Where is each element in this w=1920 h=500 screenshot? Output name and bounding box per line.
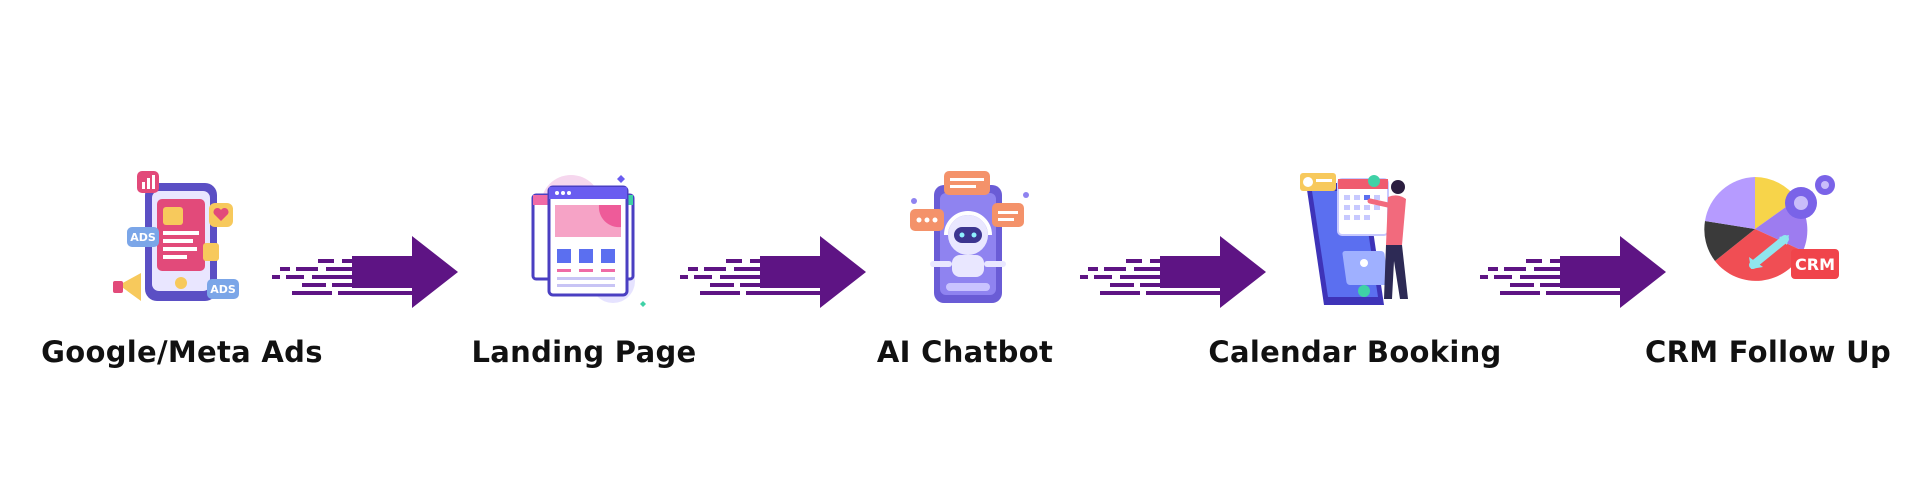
arrow-right-icon <box>272 236 458 308</box>
step-label: CRM Follow Up <box>1644 335 1892 369</box>
step-ai-chatbot: AI Chatbot <box>815 165 1115 375</box>
step-label: AI Chatbot <box>876 335 1054 369</box>
ads-badge-right: ADS <box>210 283 236 296</box>
arrow-right-icon <box>680 236 866 308</box>
ads-badge-left: ADS <box>130 231 156 244</box>
step-label: Google/Meta Ads <box>41 335 323 369</box>
ads-phone-icon: ADS ADS <box>113 171 239 301</box>
step-landing-page: Landing Page <box>434 165 734 375</box>
chatbot-robot-icon <box>910 171 1029 303</box>
crm-badge: CRM <box>1795 255 1835 274</box>
arrow-right-icon <box>1080 236 1266 308</box>
step-label: Landing Page <box>471 335 697 369</box>
landing-page-icon <box>531 175 646 307</box>
step-calendar-booking: Calendar Booking <box>1205 165 1505 375</box>
crm-pie-chart-icon: CRM <box>1704 175 1839 281</box>
calendar-booking-icon <box>1300 173 1408 305</box>
arrow-right-icon <box>1480 236 1666 308</box>
step-google-meta-ads: ADS ADS Google/Meta Ads <box>32 165 332 375</box>
step-label: Calendar Booking <box>1208 335 1502 369</box>
step-crm-follow-up: CRM CRM Follow Up <box>1618 165 1918 375</box>
